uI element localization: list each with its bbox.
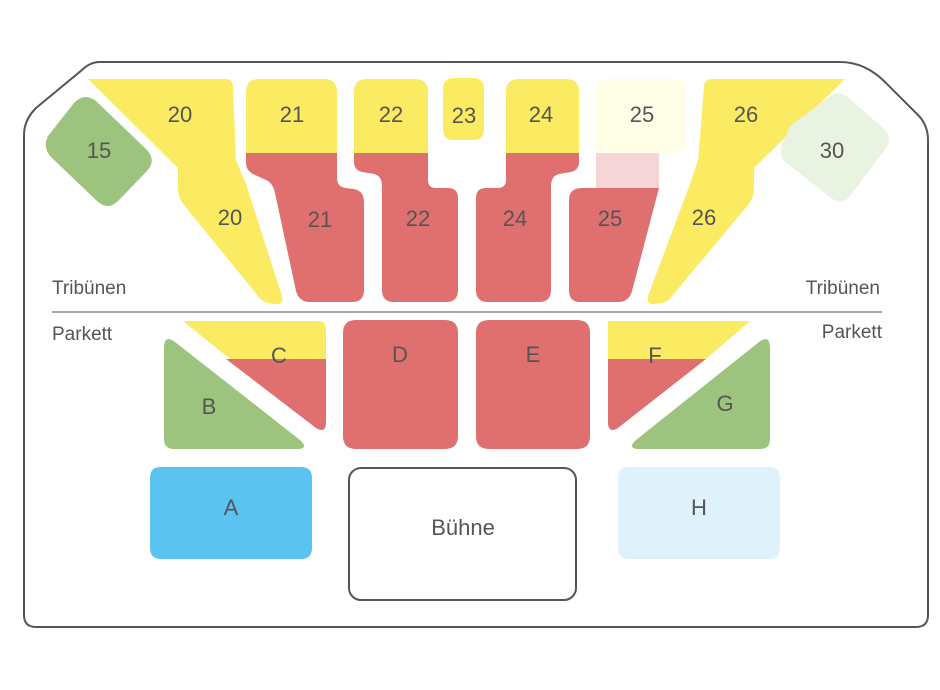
svg-text:H: H — [691, 495, 707, 520]
svg-text:25: 25 — [598, 206, 622, 231]
svg-text:26: 26 — [692, 205, 716, 230]
label-parquet-left: Parkett — [52, 324, 113, 345]
block-15[interactable]: 15 — [45, 96, 152, 206]
svg-text:26: 26 — [734, 102, 758, 127]
block-20-upper[interactable]: 20 — [88, 79, 236, 168]
svg-text:B: B — [202, 394, 217, 419]
svg-text:20: 20 — [168, 102, 192, 127]
block-F[interactable]: F — [608, 321, 750, 430]
svg-text:G: G — [716, 391, 733, 416]
label-parquet-right: Parkett — [822, 322, 883, 343]
svg-text:E: E — [526, 342, 541, 367]
svg-text:D: D — [392, 342, 408, 367]
svg-text:30: 30 — [820, 138, 844, 163]
svg-text:C: C — [271, 343, 287, 368]
block-A[interactable]: A — [150, 467, 312, 559]
block-24-upper[interactable]: 24 — [506, 79, 579, 153]
block-26-upper[interactable]: 26 — [698, 79, 845, 168]
svg-text:22: 22 — [379, 102, 403, 127]
block-23[interactable]: 23 — [443, 78, 484, 140]
stage-label: Bühne — [431, 515, 495, 540]
block-25-lower[interactable]: 25 — [569, 188, 659, 302]
block-24-lower[interactable]: 24 — [476, 153, 579, 302]
block-G[interactable]: G — [631, 339, 770, 449]
block-22-lower[interactable]: 22 — [354, 153, 458, 302]
block-21-upper[interactable]: 21 — [246, 79, 337, 153]
svg-text:21: 21 — [308, 207, 332, 232]
svg-text:15: 15 — [87, 138, 111, 163]
label-tribunes-right: Tribünen — [806, 278, 880, 299]
svg-text:A: A — [224, 495, 239, 520]
svg-text:22: 22 — [406, 206, 430, 231]
block-C[interactable]: C — [183, 321, 326, 430]
label-tribunes-left: Tribünen — [52, 278, 126, 299]
block-25-upper[interactable]: 25 — [596, 79, 686, 153]
svg-text:24: 24 — [529, 102, 553, 127]
block-H[interactable]: H — [618, 467, 780, 559]
block-F-red-part[interactable] — [608, 359, 706, 430]
svg-text:20: 20 — [218, 205, 242, 230]
svg-text:23: 23 — [452, 103, 476, 128]
svg-text:25: 25 — [630, 102, 654, 127]
block-30[interactable]: 30 — [780, 93, 890, 202]
block-26-lower[interactable]: 26 — [647, 160, 754, 305]
stage: Bühne — [348, 467, 577, 601]
block-D[interactable]: D — [343, 320, 458, 449]
block-25-faded[interactable] — [596, 153, 659, 188]
block-22-upper[interactable]: 22 — [354, 79, 428, 153]
block-20-lower[interactable]: 20 — [178, 160, 283, 305]
block-E[interactable]: E — [476, 320, 590, 449]
svg-text:24: 24 — [503, 206, 527, 231]
block-C-red-part[interactable] — [226, 359, 326, 430]
svg-text:F: F — [648, 343, 661, 368]
svg-text:21: 21 — [280, 102, 304, 127]
block-B[interactable]: B — [164, 339, 305, 449]
block-21-lower[interactable]: 21 — [246, 153, 364, 302]
